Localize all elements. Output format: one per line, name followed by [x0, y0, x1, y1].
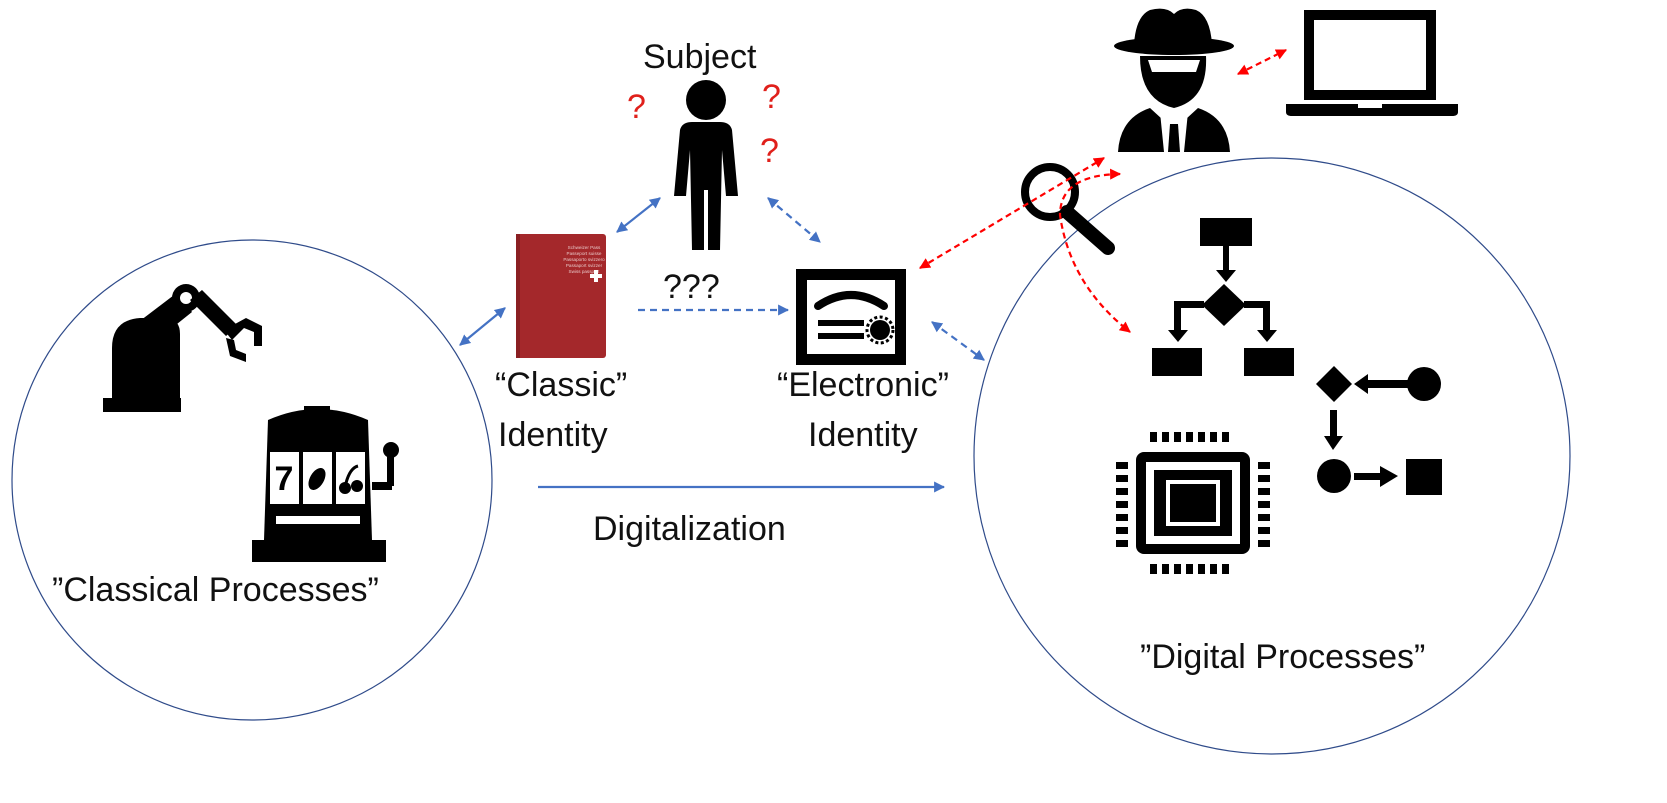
passport-line: Passaport svizzer [566, 263, 603, 268]
digital-processes-label: ”Digital Processes” [1140, 638, 1425, 676]
classical-processes-circle [11, 239, 493, 721]
passport-line: Passeport suisse [567, 251, 602, 256]
classic-identity-label-line1: “Classic” [495, 366, 627, 404]
classical-processes-label: ”Classical Processes” [52, 571, 379, 609]
question-mark-right-bottom: ? [760, 132, 779, 170]
arrow-classical-passport [459, 307, 506, 346]
slot-machine-icon: 7 [252, 406, 399, 562]
unknown-link-label: ??? [663, 268, 720, 306]
arrow-spy-certificate [919, 157, 1105, 269]
question-mark-right-top: ? [762, 78, 781, 116]
classic-identity-label-line2: Identity [498, 416, 608, 454]
chip-icon [1116, 432, 1270, 574]
arrow-passport-subject [616, 197, 661, 233]
arrow-spy-digital-processes [1058, 168, 1131, 333]
question-mark-left: ? [627, 88, 646, 126]
passport-line: Passaporto svizzero [563, 257, 605, 262]
digitalization-label: Digitalization [593, 510, 786, 548]
person-icon [674, 80, 738, 250]
electronic-identity-label-line2: Identity [808, 416, 918, 454]
process-flow-icon [1316, 366, 1442, 495]
digital-processes-circle [973, 157, 1571, 755]
arrow-spy-laptop [1237, 49, 1287, 75]
subject-label: Subject [643, 38, 757, 76]
passport-line: Schweizer Pass [568, 245, 601, 250]
slot-digit: 7 [275, 460, 294, 498]
arrow-subject-certificate [767, 197, 821, 243]
certificate-icon [796, 269, 906, 365]
flowchart-icon [1152, 218, 1294, 376]
passport-line: Swiss passport [569, 269, 601, 274]
electronic-identity-label-line1: “Electronic” [777, 366, 949, 404]
spy-icon [1114, 8, 1234, 152]
passport-icon: Schweizer Pass Passeport suisse Passapor… [516, 234, 606, 358]
robot-arm-icon [103, 284, 262, 412]
arrow-certificate-digital [931, 321, 985, 361]
laptop-icon [1286, 10, 1458, 116]
